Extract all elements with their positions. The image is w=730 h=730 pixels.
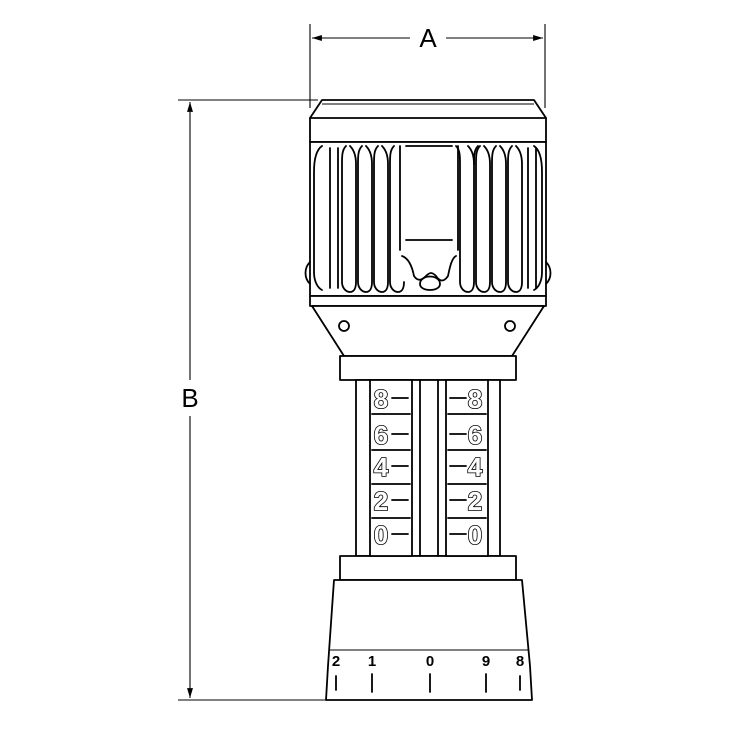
dial-number: 0 bbox=[426, 653, 434, 670]
screw-hole-right bbox=[504, 320, 516, 332]
dial-number: 2 bbox=[332, 653, 340, 670]
handwheel-cap bbox=[309, 99, 547, 143]
dimension-b: B bbox=[178, 99, 334, 701]
scale-digit: 2 bbox=[374, 486, 388, 516]
collar bbox=[309, 295, 547, 357]
scale-digit: 4 bbox=[374, 452, 389, 482]
scale-digit: 2 bbox=[468, 486, 482, 516]
scale-digit: 0 bbox=[468, 520, 482, 550]
scale-digits-right: 8 6 4 2 0 bbox=[467, 383, 484, 551]
scale-digits-left: 8 6 4 2 0 bbox=[373, 383, 390, 551]
dial-number: 1 bbox=[368, 653, 376, 670]
dimension-b-label: B bbox=[181, 383, 198, 413]
scale-ticks bbox=[371, 397, 487, 535]
scale-housing: 8 6 4 2 0 8 6 4 2 0 bbox=[339, 355, 517, 581]
scale-digit: 0 bbox=[374, 520, 388, 550]
dimension-a: A bbox=[309, 23, 546, 108]
scale-digit: 6 bbox=[374, 420, 388, 450]
center-window bbox=[399, 145, 459, 291]
scale-digit: 6 bbox=[468, 420, 482, 450]
dial-ticks bbox=[335, 673, 521, 693]
dial-number: 8 bbox=[516, 653, 524, 670]
dial-number: 9 bbox=[482, 653, 490, 670]
screw-hole-left bbox=[338, 320, 350, 332]
ribbed-handwheel bbox=[304, 141, 552, 297]
scale-digit: 8 bbox=[374, 384, 388, 414]
scale-digit: 4 bbox=[468, 452, 483, 482]
scale-digit: 8 bbox=[468, 384, 482, 414]
dimension-a-label: A bbox=[419, 23, 437, 53]
bottom-dial: 2 1 0 9 8 bbox=[325, 579, 533, 701]
